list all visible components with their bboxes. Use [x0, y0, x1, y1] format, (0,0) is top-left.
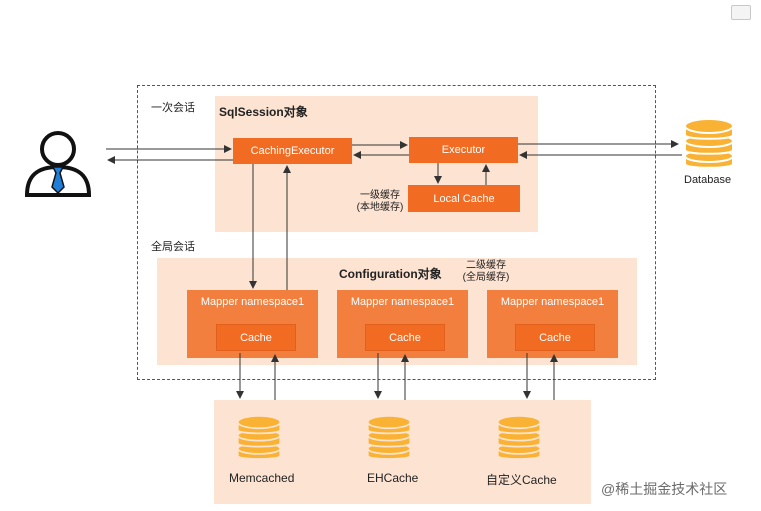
configuration-title: Configuration对象 [339, 267, 442, 281]
database-label: Database [684, 174, 732, 186]
mapper-box: Mapper namespace1 Cache [337, 290, 468, 358]
mapper-title: Mapper namespace1 [500, 296, 605, 308]
custom-cache-db-icon [496, 415, 542, 460]
first-level-cache-note: (本地缓存) [356, 202, 404, 213]
mapper-box: Mapper namespace1 Cache [187, 290, 318, 358]
store-label-custom-cache: 自定义Cache [486, 473, 557, 487]
session-boundary [137, 85, 656, 380]
executor-box: Executor [409, 137, 518, 163]
second-level-cache-label: 二级缓存 (全局缓存) [457, 260, 515, 284]
user-icon [24, 131, 92, 197]
watermark: @稀土掘金技术社区 [601, 481, 728, 497]
first-level-cache-text: 一级缓存 [360, 190, 400, 201]
first-level-cache-label: 一级缓存 (本地缓存) [354, 190, 406, 214]
mapper-title: Mapper namespace1 [350, 296, 455, 308]
comment-icon [731, 5, 751, 20]
local-cache-box: Local Cache [408, 185, 520, 212]
mapper-cache-box: Cache [365, 324, 445, 351]
ehcache-db-icon [366, 415, 412, 460]
mapper-title: Mapper namespace1 [200, 296, 305, 308]
caching-executor-box: CachingExecutor [233, 138, 352, 164]
store-label-ehcache: EHCache [367, 471, 419, 485]
mapper-box: Mapper namespace1 Cache [487, 290, 618, 358]
global-session-label: 全局会话 [151, 241, 195, 253]
mapper-cache-box: Cache [515, 324, 595, 351]
second-level-cache-note: (全局缓存) [462, 272, 510, 283]
database-icon [684, 118, 734, 169]
one-session-label: 一次会话 [151, 102, 195, 114]
memcached-db-icon [236, 415, 282, 460]
store-label-memcached: Memcached [229, 471, 295, 485]
mapper-cache-box: Cache [216, 324, 296, 351]
sqlsession-title: SqlSession对象 [219, 105, 308, 119]
second-level-cache-text: 二级缓存 [466, 260, 506, 271]
